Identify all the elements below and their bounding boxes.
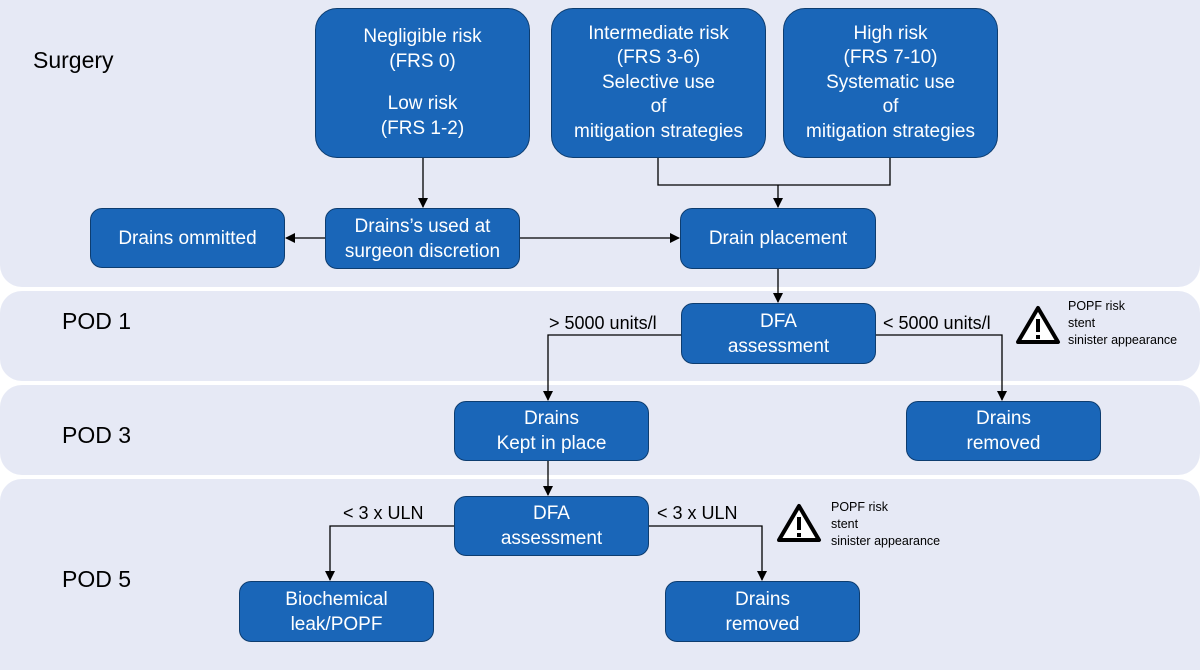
warning-pod1-line2: stent [1068,316,1096,330]
high-risk-box: High risk (FRS 7-10) Systematic use of m… [783,8,998,158]
negligible-line2: (FRS 0) [389,50,456,72]
drains-removed-pod3-line1: Drains [976,408,1031,429]
arrow-intermediate-high-merge [657,158,891,186]
drains-removed-pod5-box: Drains removed [665,581,860,642]
warning-pod5-line2: stent [831,517,859,531]
drains-removed-pod3-line2: removed [966,433,1041,454]
phase-label-pod5: POD 5 [62,566,132,592]
phase-label-surgery: Surgery [33,47,114,73]
arrow-dfa1-to-kept [543,334,681,401]
drains-omitted-label: Drains ommitted [118,227,257,249]
label-lt-3uln-right: < 3 x ULN [657,503,738,523]
drains-discretion-box: Drains’s used at surgeon discretion [325,208,520,269]
intermediate-line4: of [650,96,667,118]
dfa1-line1: DFA [760,310,797,332]
arrow-dfa1-to-removed [876,334,1007,401]
warning-pod5-line1: POPF risk [831,500,888,514]
arrow-dfa5-to-biochemical [325,525,454,581]
negligible-low-risk-box: Negligible risk (FRS 0) Low risk (FRS 1-… [315,8,530,158]
high-line3: Systematic use [826,71,955,93]
high-line2: (FRS 7-10) [843,47,938,69]
drains-discretion-line2: surgeon discretion [344,240,501,262]
intermediate-risk-box: Intermediate risk (FRS 3-6) Selective us… [551,8,766,158]
phase-label-pod3: POD 3 [62,422,132,448]
drains-kept-line1: Drains [524,408,579,429]
dfa-assessment-pod5-box: DFA assessment [454,496,649,556]
dfa1-line2: assessment [727,335,830,357]
dfa5-line2: assessment [500,528,603,549]
drains-discretion-line1: Drains’s used at [354,215,491,237]
drains-removed-pod5-line1: Drains [735,588,790,610]
intermediate-line3: Selective use [601,71,715,93]
high-line1: High risk [853,22,928,44]
intermediate-line2: (FRS 3-6) [616,47,701,69]
biochemical-line1: Biochemical [285,588,388,610]
warning-pod5-line3: sinister appearance [831,534,941,548]
drain-placement-label: Drain placement [708,228,848,249]
negligible-line1: Negligible risk [363,26,482,47]
negligible-line3: Low risk [387,93,458,114]
label-lt-5000: < 5000 units/l [883,313,991,333]
phase-label-pod1: POD 1 [62,308,132,334]
warning-text-pod5: POPF risk stent sinister appearance [831,499,940,550]
arrow-dfa5-to-removed [648,525,767,581]
biochemical-leak-box: Biochemical leak/POPF [239,581,434,642]
warning-icon [1016,306,1060,344]
drains-kept-box: Drains Kept in place [454,401,649,461]
warning-icon [777,504,821,542]
high-line5: mitigation strategies [806,120,975,142]
dfa-assessment-pod1-box: DFA assessment [681,303,876,364]
intermediate-line1: Intermediate risk [588,22,729,44]
high-line4: of [882,96,899,118]
drains-removed-pod3-box: Drains removed [906,401,1101,461]
drains-removed-pod5-line2: removed [725,613,800,635]
label-lt-3uln-left: < 3 x ULN [343,503,424,523]
pod1-band [0,291,1200,381]
drains-kept-line2: Kept in place [496,433,607,454]
label-gt-5000: > 5000 units/l [549,313,657,333]
warning-pod1-line3: sinister appearance [1068,333,1178,347]
drains-omitted-box: Drains ommitted [90,208,285,268]
biochemical-line2: leak/POPF [290,613,383,635]
dfa5-line1: DFA [533,503,570,524]
intermediate-line5: mitigation strategies [574,120,743,142]
drain-placement-box: Drain placement [680,208,876,269]
warning-pod1-line1: POPF risk [1068,299,1125,313]
warning-text-pod1: POPF risk stent sinister appearance [1068,298,1177,349]
negligible-line4: (FRS 1-2) [380,117,465,139]
